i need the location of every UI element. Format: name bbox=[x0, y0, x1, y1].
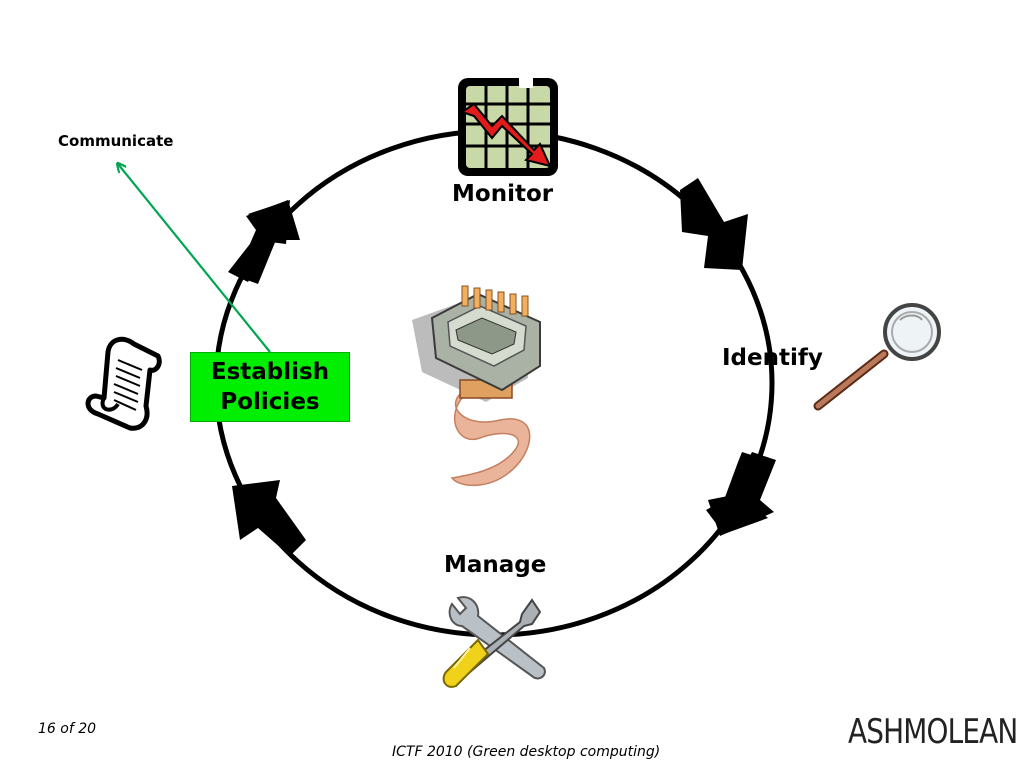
magnifying-glass-icon bbox=[813, 303, 941, 411]
cycle-arrow-manage-to-policies bbox=[232, 480, 306, 556]
communicate-arrow bbox=[118, 164, 271, 353]
communicate-label: Communicate bbox=[58, 132, 174, 150]
stage-identify-label: Identify bbox=[722, 345, 823, 371]
stage-manage-label: Manage bbox=[444, 552, 547, 578]
tools-icon bbox=[442, 596, 546, 688]
chart-trend-down-icon bbox=[458, 76, 558, 176]
policies-line-1: Establish bbox=[210, 359, 330, 385]
slide-number: 16 of 20 bbox=[38, 721, 97, 737]
cycle-arrow-monitor-to-identify bbox=[680, 178, 748, 270]
cycle-arrow-identify-to-manage bbox=[706, 452, 776, 536]
cycle-arrow-policies-to-monitor bbox=[228, 200, 300, 284]
stage-monitor-label: Monitor bbox=[452, 181, 554, 207]
network-connector-icon bbox=[412, 285, 541, 487]
ashmolean-logo: ASHMOLEAN bbox=[848, 712, 1018, 752]
scroll-icon bbox=[85, 336, 162, 431]
footer-text: ICTF 2010 (Green desktop computing) bbox=[392, 744, 661, 760]
policies-line-2: Policies bbox=[220, 389, 320, 415]
